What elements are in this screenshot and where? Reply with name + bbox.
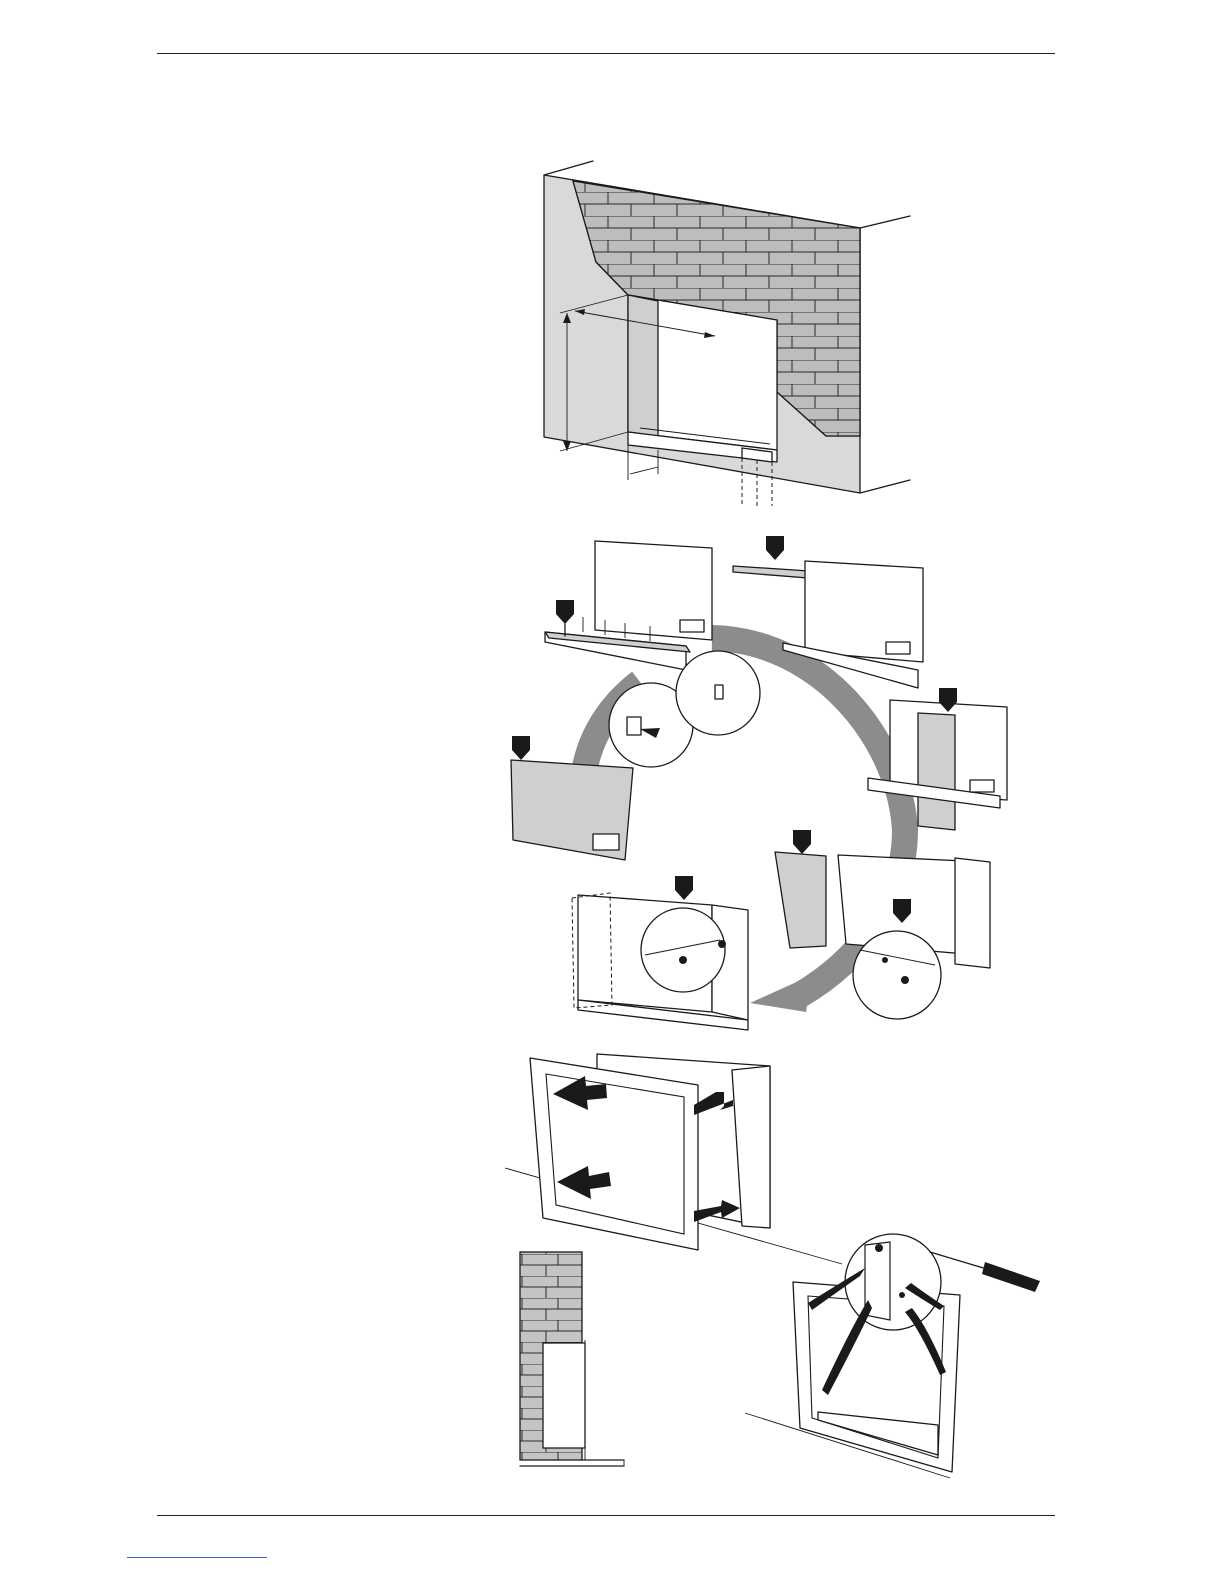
screwdriver-fixing-illustration xyxy=(745,1234,1040,1478)
frame-mounting-illustration xyxy=(505,1054,842,1264)
assembly-sequence-illustration xyxy=(511,536,1007,1030)
brick-wall-section-illustration xyxy=(520,1252,624,1466)
wall-recess-measurement-illustration xyxy=(544,161,910,506)
